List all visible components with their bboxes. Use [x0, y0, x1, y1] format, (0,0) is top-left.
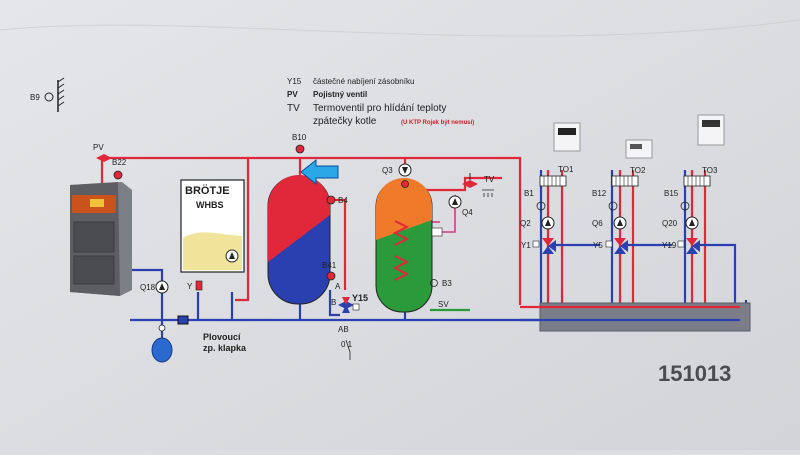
room-unit-3-icon	[697, 114, 725, 146]
legend-tv-text-2: zpátečky kotle	[313, 116, 377, 127]
flow-arrow	[300, 158, 339, 186]
thermovalve-tv: TV	[462, 173, 495, 197]
b4-label: B4	[338, 196, 348, 205]
safety-valve-pv: PV B22	[93, 143, 127, 180]
wall-hatch	[57, 77, 65, 107]
b41-label: B41	[322, 261, 337, 270]
pv-label: PV	[93, 143, 104, 152]
b3-sensor-icon	[430, 279, 438, 287]
buffer-tank: B10 B4 B41	[267, 133, 348, 305]
legend-tv-note: (U KTP Rojek být nemusí)	[401, 120, 474, 126]
heating-circuit-2: TO2 B12 Q6 Y5	[592, 139, 653, 254]
b22-label: B22	[112, 158, 127, 167]
valve-y15: A B Y15 AB 0 1	[331, 282, 368, 360]
b9-sensor-icon	[44, 92, 54, 102]
room-unit-1-icon	[553, 122, 581, 152]
outdoor-sensor-b9: B9	[30, 77, 65, 112]
heating-coil-icon	[392, 220, 410, 281]
q3-sensor-icon	[401, 180, 409, 188]
shower-icon	[482, 189, 494, 197]
arrow-left-icon	[300, 158, 339, 186]
b41-sensor-icon	[326, 271, 336, 281]
b22-sensor-icon	[113, 170, 123, 180]
q6-label: Q6	[592, 219, 603, 228]
legend-tv-code: TV	[287, 103, 300, 114]
b-label: B	[331, 298, 336, 307]
y5-valve-icon	[614, 238, 626, 246]
dhw-hot-zone	[376, 178, 432, 240]
diagram-code: 151013	[658, 361, 731, 386]
flap-icon	[177, 315, 189, 325]
b12-label: B12	[592, 189, 607, 198]
brotje-label: BRÖTJE	[185, 184, 230, 197]
radiator-1-icon	[539, 175, 567, 187]
tv-label: TV	[484, 175, 495, 184]
whbs-unit: BRÖTJE WHBS Y	[180, 179, 245, 291]
y19-valve-icon	[686, 238, 698, 246]
q2-label: Q2	[520, 219, 531, 228]
q4-label: Q4	[462, 208, 473, 217]
q3-label: Q3	[382, 166, 393, 175]
legend-pv-text: Pojistný ventil	[313, 90, 367, 99]
heating-circuit-3: TO3 B15 Q20 Y19	[662, 114, 725, 254]
b15-sensor-icon	[680, 201, 690, 211]
q20-label: Q20	[662, 219, 678, 228]
y15-valve-icon	[338, 301, 346, 309]
y-label: Y	[187, 282, 193, 291]
plovouci-label-1: Plovoucí	[203, 332, 241, 342]
switch-icon	[345, 339, 351, 360]
b10-label: B10	[292, 133, 307, 142]
legend: Y15 částečné nabíjení zásobníku PV Pojis…	[287, 77, 474, 127]
y5-label: Y5	[593, 241, 603, 250]
to1-label: TO1	[558, 165, 574, 174]
b10-sensor-icon	[295, 144, 305, 154]
b4-sensor-icon	[326, 195, 336, 205]
expansion-vessel-icon	[151, 337, 173, 363]
floating-return-flap: Plovoucí zp. klapka	[177, 315, 247, 353]
b3-label: B3	[442, 279, 452, 288]
b9-label: B9	[30, 93, 40, 102]
to3-label: TO3	[702, 166, 718, 175]
legend-pv-code: PV	[287, 90, 298, 99]
pump-q4: Q4	[448, 195, 473, 217]
a-label: A	[335, 282, 341, 291]
y-valve-icon	[195, 280, 203, 291]
b15-label: B15	[664, 189, 679, 198]
expansion-vessel	[151, 320, 173, 363]
y19-label: Y19	[662, 241, 677, 250]
whbs-label: WHBS	[196, 200, 224, 210]
pump-q18: Q18	[140, 280, 169, 294]
q18-label: Q18	[140, 283, 156, 292]
b1-label: B1	[524, 189, 534, 198]
switch-label: 0 1	[341, 340, 353, 349]
legend-y15-text: částečné nabíjení zásobníku	[313, 77, 414, 86]
heating-circuit-1: TO1 B1 Q2 Y1	[520, 122, 581, 254]
plovouci-label-2: zp. klapka	[203, 343, 247, 353]
to2-label: TO2	[630, 166, 646, 175]
dhw-tank: Q3 B3 SV	[375, 163, 452, 313]
legend-y15-code: Y15	[287, 77, 302, 86]
pv-valve-icon	[96, 154, 104, 162]
whbs-fill-icon	[183, 232, 242, 270]
radiator-2-icon	[611, 175, 639, 187]
radiator-3-icon	[683, 175, 711, 187]
buffer-hot-zone	[268, 175, 330, 262]
sv-label: SV	[438, 300, 449, 309]
tv-valve-icon	[462, 180, 470, 188]
legend-tv-text-1: Termoventil pro hlídání teploty	[313, 103, 446, 114]
y1-valve-icon	[542, 238, 554, 246]
ab-label: AB	[338, 325, 349, 334]
b1-sensor-icon	[536, 201, 546, 211]
boiler-logo	[90, 199, 104, 207]
b12-sensor-icon	[608, 201, 618, 211]
y15-label: Y15	[352, 293, 368, 303]
paper-fold	[0, 19, 800, 37]
boiler	[70, 182, 132, 296]
y1-label: Y1	[521, 241, 531, 250]
